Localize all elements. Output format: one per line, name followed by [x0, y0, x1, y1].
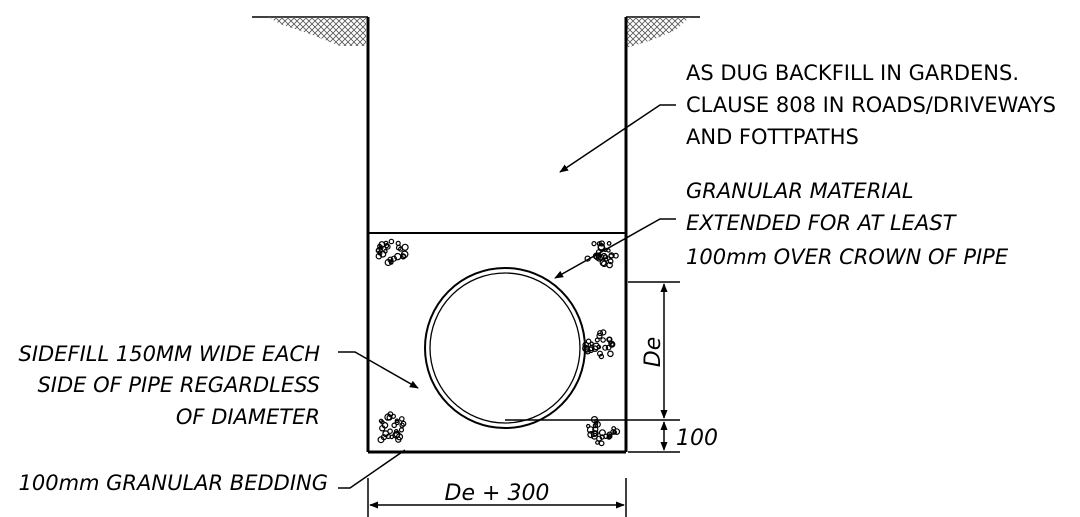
aggregate-stone	[596, 332, 603, 339]
aggregate-stone	[611, 426, 617, 431]
aggregate-stone	[589, 341, 594, 346]
aggregate-stone	[597, 330, 604, 337]
aggregate-stone	[384, 258, 392, 267]
aggregate-stone	[613, 428, 621, 436]
aggregate-stone	[591, 241, 597, 247]
sidefill-leader	[338, 351, 419, 389]
aggregate-stone	[387, 428, 393, 435]
aggregate-stone	[582, 341, 590, 349]
aggregate-stone	[383, 249, 388, 254]
aggregate-stone	[384, 243, 390, 249]
aggregate-stone	[584, 348, 591, 355]
aggregate-stone	[390, 255, 397, 262]
bedding-leader	[338, 449, 406, 489]
svg-text:100mm OVER CROWN OF PIPE: 100mm OVER CROWN OF PIPE	[686, 245, 1009, 269]
svg-text:SIDE OF PIPE REGARDLESS: SIDE OF PIPE REGARDLESS	[37, 373, 320, 397]
aggregate-stone	[606, 435, 612, 440]
aggregate-stone	[392, 431, 400, 439]
aggregate-stone	[399, 422, 405, 428]
aggregate-stone	[587, 346, 595, 354]
pipe-inner-wall	[429, 272, 581, 424]
aggregate-stone	[600, 337, 606, 343]
aggregate-stone	[600, 329, 607, 336]
aggregate-stone	[398, 427, 405, 433]
aggregate-stone	[382, 430, 390, 438]
aggregate-stone	[613, 252, 619, 259]
aggregate-stone	[381, 421, 389, 429]
aggregate-stone	[587, 431, 595, 439]
aggregate-stone	[401, 243, 409, 251]
aggregate-stone	[606, 240, 612, 246]
svg-text:OF DIAMETER: OF DIAMETER	[176, 405, 320, 429]
dim-label-width: De + 300	[445, 481, 550, 506]
aggregate-stone	[599, 259, 607, 267]
aggregate-stone	[586, 426, 595, 434]
aggregate-stone	[595, 440, 600, 445]
aggregate-stone	[594, 337, 600, 343]
trench-outline	[366, 17, 628, 454]
backfill-label: AS DUG BACKFILL IN GARDENS. CLAUSE 808 I…	[686, 61, 1056, 149]
bedding-label: 100mm GRANULAR BEDDING	[18, 471, 328, 495]
aggregate-stone	[395, 244, 402, 251]
aggregate-stone	[602, 344, 609, 351]
aggregate-stone	[606, 336, 613, 343]
aggregate-stone	[386, 414, 393, 421]
aggregate-stone	[398, 416, 405, 422]
vertical-dimension	[505, 281, 680, 453]
aggregate-stone	[597, 254, 605, 261]
aggregate-stone	[596, 241, 603, 247]
aggregate-stone	[602, 247, 608, 253]
aggregate-stone	[400, 254, 407, 260]
granular-leader	[554, 218, 676, 279]
aggregate-stone	[394, 419, 400, 426]
aggregate-stone	[375, 246, 383, 254]
aggregate-stone	[598, 440, 605, 447]
svg-text:AS DUG BACKFILL IN GARDENS.: AS DUG BACKFILL IN GARDENS.	[686, 61, 1019, 85]
pipe-outer-wall	[424, 267, 586, 429]
backfill-leader	[559, 104, 676, 173]
dim-label-diameter: De	[641, 337, 666, 367]
aggregate-stones	[375, 238, 621, 447]
sidefill-label: SIDEFILL 150MM WIDE EACH SIDE OF PIPE RE…	[19, 342, 321, 429]
ground-hatch-right	[626, 17, 690, 48]
aggregate-stone	[594, 421, 601, 428]
aggregate-stone	[596, 350, 603, 357]
granular-label: GRANULAR MATERIAL EXTENDED FOR AT LEAST …	[686, 179, 1009, 269]
aggregate-stone	[598, 240, 605, 247]
svg-text:CLAUSE 808 IN ROADS/DRIVEWAYS: CLAUSE 808 IN ROADS/DRIVEWAYS	[686, 93, 1056, 117]
dim-label-bedding: 100	[676, 426, 718, 451]
aggregate-stone	[607, 350, 614, 358]
aggregate-stone	[596, 344, 602, 350]
aggregate-stone	[585, 338, 592, 345]
aggregate-stone	[387, 411, 394, 418]
aggregate-stone	[598, 429, 606, 437]
ground-hatch-left	[268, 17, 366, 46]
svg-text:EXTENDED FOR AT LEAST: EXTENDED FOR AT LEAST	[686, 211, 958, 235]
svg-text:AND FOTTPATHS: AND FOTTPATHS	[686, 125, 859, 149]
leader-lines	[338, 104, 676, 489]
svg-text:SIDEFILL 150MM WIDE EACH: SIDEFILL 150MM WIDE EACH	[19, 342, 321, 366]
aggregate-stone	[378, 418, 384, 424]
aggregate-stone	[604, 257, 609, 262]
pipe	[424, 267, 586, 429]
aggregate-stone	[395, 240, 401, 246]
aggregate-stone	[391, 422, 398, 429]
aggregate-stone	[377, 436, 385, 444]
aggregate-stone	[606, 261, 613, 269]
aggregate-stone	[607, 258, 614, 265]
svg-text:GRANULAR MATERIAL: GRANULAR MATERIAL	[686, 179, 914, 203]
aggregate-stone	[590, 432, 598, 440]
aggregate-stone	[377, 250, 383, 256]
ground-surface	[252, 16, 700, 48]
aggregate-stone	[605, 344, 612, 351]
aggregate-stone	[590, 430, 598, 438]
horizontal-dimension	[367, 478, 627, 517]
aggregate-stone	[388, 238, 395, 245]
